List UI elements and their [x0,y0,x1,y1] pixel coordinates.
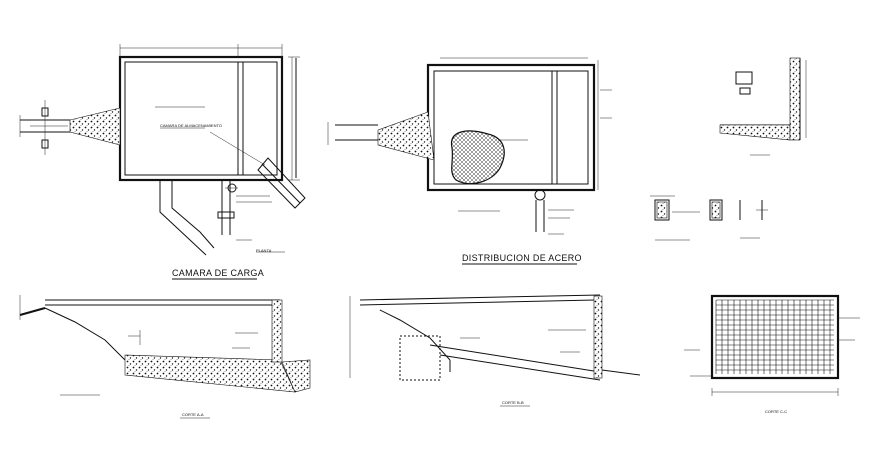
label-corte-c-c: CORTE C-C [765,409,787,414]
wall-detail [719,57,807,156]
label-planta: PLANTA [256,248,272,253]
label-corte-a-a: CORTE A-A [182,412,204,417]
svg-text:CAMARA DE ALMACENAMIENTO: CAMARA DE ALMACENAMIENTO [160,123,222,128]
plan-view-camara-de-carga: CAMARA DE ALMACENAMIENTO [19,44,306,256]
section-c-c [684,294,860,396]
section-b-b [349,294,641,407]
title-distribucion-de-acero: DISTRIBUCION DE ACERO [462,253,582,263]
small-details [650,195,768,241]
label-corte-b-b: CORTE B-B [502,400,524,405]
section-a-a [19,295,311,419]
rebar-grid [715,299,834,374]
title-camara-de-carga: CAMARA DE CARGA [172,268,264,278]
plan-view-distribucion-de-acero [327,57,612,235]
